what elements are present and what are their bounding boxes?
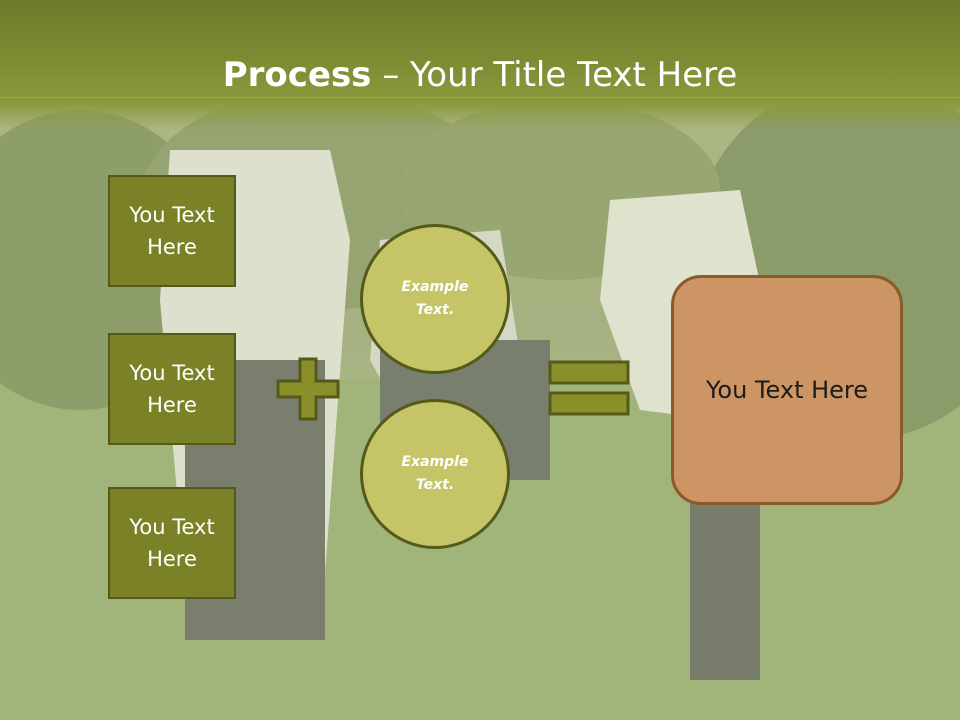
title-bold-part: Process <box>222 55 372 95</box>
result-box[interactable]: You Text Here <box>671 275 903 505</box>
text-box-3[interactable]: You Text Here <box>108 487 236 599</box>
text-box-2-label: You Text Here <box>129 361 215 417</box>
text-box-1-label: You Text Here <box>129 203 215 259</box>
example-circle-2[interactable]: Example Text. <box>360 399 510 549</box>
example-circle-1[interactable]: Example Text. <box>360 224 510 374</box>
text-box-3-label: You Text Here <box>129 515 215 571</box>
equals-icon <box>548 360 630 416</box>
text-box-1[interactable]: You Text Here <box>108 175 236 287</box>
text-box-2[interactable]: You Text Here <box>108 333 236 445</box>
example-circle-1-text: Example Text. <box>401 279 469 318</box>
plus-icon <box>276 357 340 421</box>
title-divider <box>0 97 960 98</box>
title-rest-part: – Your Title Text Here <box>371 55 738 95</box>
slide-title: Process – Your Title Text Here <box>0 52 960 98</box>
example-circle-2-text: Example Text. <box>401 454 469 493</box>
result-box-label: You Text Here <box>705 376 869 404</box>
title-bar <box>0 0 960 130</box>
